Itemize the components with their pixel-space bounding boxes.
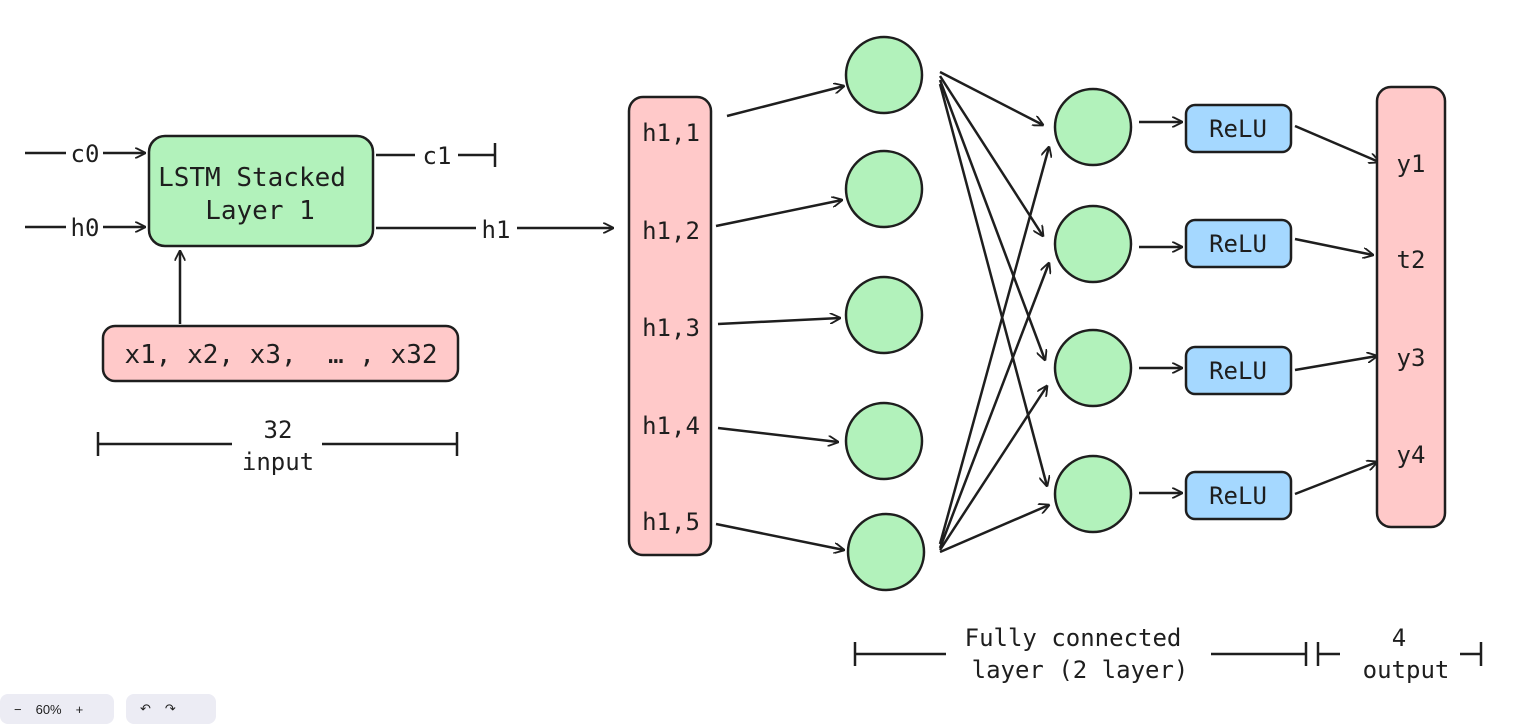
relu-label: ReLU — [1209, 115, 1267, 143]
output-item: y1 — [1397, 150, 1426, 178]
zoom-level[interactable]: 60% — [35, 701, 62, 717]
zoom-in-button[interactable]: + — [75, 701, 84, 717]
fc1-to-fc2-arrow — [938, 263, 1049, 549]
output-item: y3 — [1397, 344, 1426, 372]
history-controls: ↶ ↷ — [126, 694, 216, 724]
lstm-label-line2: Layer 1 — [205, 196, 315, 226]
fc1-to-fc2-arrow — [938, 386, 1047, 551]
relu-label: ReLU — [1209, 357, 1267, 385]
input-dim-caption: input — [242, 448, 314, 476]
relu-to-output-arrow — [1294, 462, 1377, 496]
h1-label: h1 — [482, 216, 511, 244]
hidden-vector-item: h1,5 — [642, 508, 700, 536]
relu-block[interactable] — [1184, 103, 1293, 154]
fc-caption-line1: Fully connected — [965, 624, 1182, 652]
fc2-neuron[interactable] — [1053, 204, 1133, 284]
output-item: y4 — [1397, 441, 1426, 469]
relu-to-output-arrow — [1294, 237, 1373, 255]
undo-icon[interactable]: ↶ — [140, 701, 151, 716]
relu-block[interactable] — [1184, 470, 1293, 521]
fc1-neuron[interactable] — [846, 512, 926, 592]
fc-caption-line2: layer (2 layer) — [972, 656, 1189, 684]
hidden-vector-item: h1,4 — [642, 412, 700, 440]
fc2-neuron[interactable] — [1053, 454, 1133, 534]
lstm-label-line1: LSTM Stacked — [158, 163, 346, 193]
fc1-to-fc2-arrow — [938, 83, 1047, 486]
c0-label: c0 — [71, 140, 100, 168]
hidden-vector-item: h1,2 — [642, 217, 700, 245]
hidden-vector-box[interactable] — [627, 95, 713, 557]
fc1-to-fc2-arrow — [939, 505, 1049, 554]
zoom-out-button[interactable]: − — [14, 701, 22, 717]
out-caption-line2: output — [1363, 656, 1450, 684]
fc1-neuron[interactable] — [844, 275, 924, 355]
h-to-fc1-arrow — [717, 426, 838, 442]
input-sequence-label: x1, x2, x3, … , x32 — [124, 340, 437, 370]
fc1-to-fc2-arrow — [938, 147, 1049, 545]
relu-to-output-arrow — [1294, 356, 1377, 372]
lstm-block[interactable] — [147, 134, 375, 248]
fc1-neuron[interactable] — [844, 35, 924, 115]
fc1-to-fc2-arrow — [939, 70, 1043, 125]
output-item: t2 — [1397, 246, 1426, 274]
h-to-fc1-arrow — [715, 200, 842, 228]
h0-label: h0 — [71, 214, 100, 242]
hidden-vector-item: h1,1 — [642, 119, 700, 147]
relu-to-output-arrow — [1294, 124, 1379, 162]
input-sequence-box[interactable] — [101, 324, 460, 383]
out-caption-line1: 4 — [1392, 624, 1406, 652]
fc1-neuron[interactable] — [844, 401, 924, 481]
fc1-to-fc2-arrow — [938, 79, 1045, 360]
relu-label: ReLU — [1209, 482, 1267, 510]
fc1-neuron[interactable] — [844, 149, 924, 229]
redo-icon[interactable]: ↷ — [164, 701, 176, 716]
relu-block[interactable] — [1184, 345, 1293, 396]
c1-label: c1 — [423, 142, 452, 170]
fc1-to-fc2-arrow — [938, 75, 1043, 236]
output-vector-box[interactable] — [1375, 85, 1447, 529]
h-to-fc1-arrow — [715, 522, 844, 550]
h-to-fc1-arrow — [726, 86, 844, 118]
relu-label: ReLU — [1209, 230, 1267, 258]
fc2-neuron[interactable] — [1053, 87, 1133, 167]
fc2-neuron[interactable] — [1053, 328, 1133, 408]
hidden-vector-item: h1,3 — [642, 314, 700, 342]
h-to-fc1-arrow — [717, 318, 840, 326]
relu-block[interactable] — [1184, 218, 1293, 269]
input-dim-count: 32 — [264, 416, 293, 444]
zoom-controls: − 60% + — [0, 694, 114, 724]
